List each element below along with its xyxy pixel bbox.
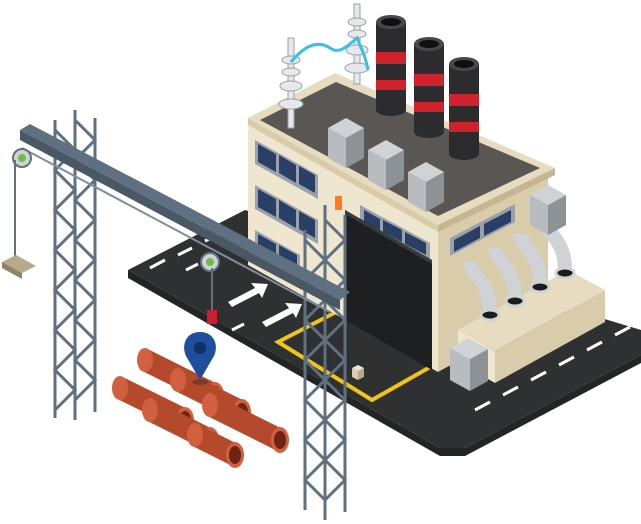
chimney [376,15,406,116]
pipe [187,423,244,468]
chimney [414,37,444,138]
crane-beam [20,124,350,313]
roof-vent [328,118,364,168]
pipe [202,393,289,453]
power-wire [289,35,370,71]
vent-box [530,185,566,235]
road-lane-markings [149,232,631,412]
roof-vent [368,140,404,190]
exhaust-duct-bases [479,266,576,322]
small-crate [352,365,364,380]
factory-window-row-middle [255,185,318,244]
factory-window-row-side [360,204,515,262]
road-arrow [262,303,302,327]
crane-counterweight [2,160,36,279]
door-warning-light [335,196,342,210]
chimney [449,57,479,160]
location-pin-icon [184,332,216,385]
crane-hook [207,268,217,324]
crane-pulley [200,252,220,272]
road-arrow [228,283,268,307]
roof-vent [408,162,444,212]
crane-pulley [12,148,32,168]
factory-window-row-upper [255,140,318,199]
vent-box [450,338,488,391]
road-dash-small [185,262,245,332]
